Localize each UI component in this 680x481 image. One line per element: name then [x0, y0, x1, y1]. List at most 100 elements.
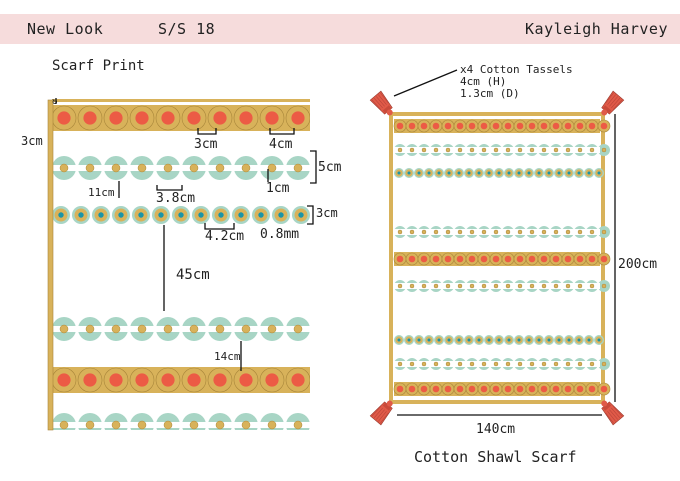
gold-dot	[215, 420, 225, 430]
teal-dot	[457, 171, 461, 175]
red-circle	[396, 385, 404, 393]
tassel	[601, 90, 625, 116]
gold-dot	[481, 283, 487, 289]
gold-dot	[111, 163, 121, 173]
teal-dot	[178, 212, 184, 218]
red-circle	[444, 385, 452, 393]
red-circle	[456, 255, 464, 263]
tassel-band	[382, 105, 392, 114]
gold-dot	[577, 361, 583, 367]
red-circle	[408, 385, 416, 393]
gold-dot	[565, 283, 571, 289]
small-band-bracket	[307, 205, 314, 225]
gold-dot	[493, 283, 499, 289]
red-circle	[588, 385, 596, 393]
gold-dot	[409, 147, 415, 153]
teal-dot	[477, 338, 481, 342]
print-rows	[52, 105, 310, 430]
gold-dot	[59, 420, 69, 430]
brand-name: New Look	[27, 20, 104, 38]
teal-dot	[567, 171, 571, 175]
gold-dot	[111, 420, 121, 430]
scarf-rows	[393, 119, 611, 396]
gold-dot	[505, 283, 511, 289]
teal-dot	[417, 338, 421, 342]
gold-dot	[189, 163, 199, 173]
tassel-thread	[380, 92, 389, 104]
teal-dot	[447, 338, 451, 342]
gold-dot	[577, 229, 583, 235]
gold-dot	[481, 229, 487, 235]
spacing-dim-bracket	[269, 128, 295, 135]
small-band-label: 3cm	[316, 206, 338, 220]
red-circle	[109, 373, 123, 387]
band-dim-label: 5cm	[318, 160, 342, 175]
gold-dot	[517, 147, 523, 153]
teal-dot	[517, 171, 521, 175]
red-circle	[213, 111, 227, 125]
gold-dot	[445, 147, 451, 153]
teal-dot	[198, 212, 204, 218]
tassel-thread	[373, 407, 383, 419]
red-circle	[468, 122, 476, 130]
gold-dot	[601, 361, 607, 367]
section-gap-label: 45cm	[176, 267, 210, 283]
gold-dot	[541, 283, 547, 289]
red-circle	[564, 122, 572, 130]
red-circle	[576, 385, 584, 393]
teal-dot	[437, 171, 441, 175]
gold-dot	[397, 229, 403, 235]
gold-dot	[553, 283, 559, 289]
red-circle	[492, 255, 500, 263]
dot-size-label: 0.8mm	[260, 227, 300, 242]
gold-dot	[409, 361, 415, 367]
red-circle	[552, 255, 560, 263]
gold-dot	[517, 283, 523, 289]
tassel-band	[382, 402, 392, 411]
tassel-thread	[378, 94, 387, 105]
red-circle	[57, 373, 71, 387]
tassel-band	[602, 402, 612, 411]
mint-row-gap	[52, 422, 310, 428]
red-circle	[396, 122, 404, 130]
red-circle	[420, 255, 428, 263]
teal-dot	[78, 212, 84, 218]
teal-dot	[557, 338, 561, 342]
teal-dot	[577, 338, 581, 342]
gold-dot	[409, 229, 415, 235]
teal-dot	[587, 338, 591, 342]
gold-dot	[553, 361, 559, 367]
red-circle	[528, 385, 536, 393]
red-circle	[444, 255, 452, 263]
teal-dot	[437, 338, 441, 342]
tassel-thread	[605, 412, 614, 424]
gold-dot	[469, 147, 475, 153]
gold-dot	[589, 283, 595, 289]
red-circle	[432, 122, 440, 130]
tassel-thread	[378, 411, 387, 422]
teal-dot	[118, 212, 124, 218]
designer-name: Kayleigh Harvey	[525, 20, 668, 38]
tassel	[369, 90, 393, 116]
gold-dot	[445, 229, 451, 235]
teal-dot	[298, 212, 304, 218]
red-circle	[396, 255, 404, 263]
gold-dot	[457, 229, 463, 235]
gold-dot	[215, 163, 225, 173]
tassel-knot	[601, 109, 608, 116]
gold-dot	[541, 147, 547, 153]
tassel-thread	[375, 96, 385, 107]
red-circle	[444, 122, 452, 130]
gold-dot	[267, 324, 277, 334]
red-circle	[161, 373, 175, 387]
red-circle	[83, 111, 97, 125]
height-label: 200cm	[618, 257, 658, 272]
gold-dot	[433, 361, 439, 367]
circle-dim-bracket	[197, 128, 217, 135]
tassel-thread	[607, 411, 616, 422]
gold-dot	[433, 229, 439, 235]
teal-dot	[547, 171, 551, 175]
print-corner-mark: ↻	[52, 97, 57, 107]
red-circle	[552, 385, 560, 393]
teal-dot	[597, 338, 601, 342]
